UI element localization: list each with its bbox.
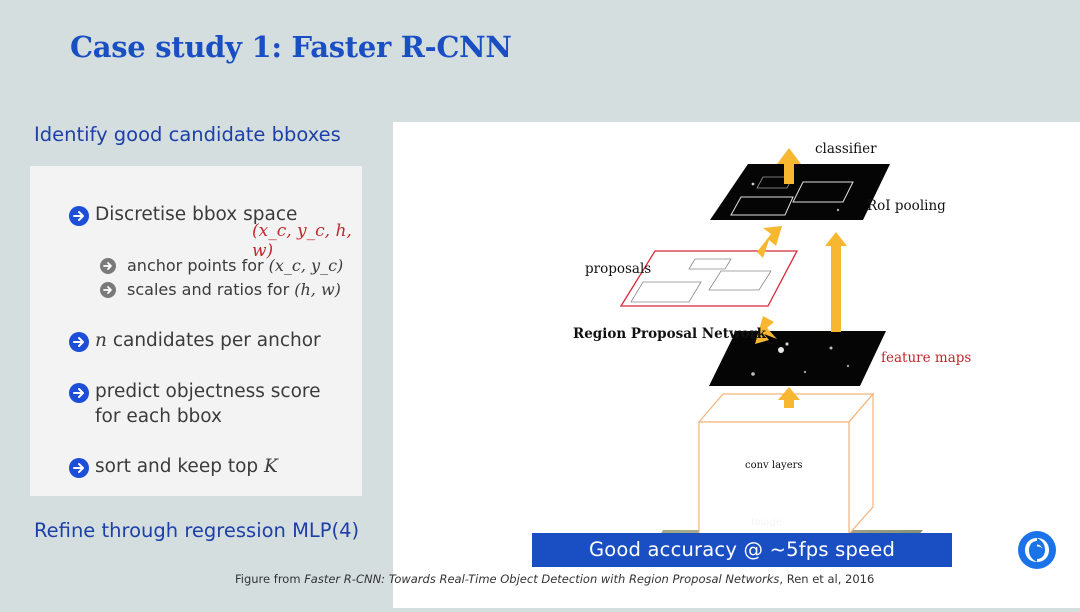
deepmind-logo xyxy=(1017,530,1057,570)
anchor-math: (x_c, y_c) xyxy=(268,256,344,275)
arrow-right-icon xyxy=(100,282,116,298)
figure-caption: Figure from Faster R-CNN: Towards Real-T… xyxy=(235,572,874,586)
bullet-panel: Discretise bbox space (x_c, y_c, h, w) a… xyxy=(30,166,362,496)
caption-prefix: Figure from xyxy=(235,572,301,586)
arrow-right-icon xyxy=(69,458,89,478)
conv-layers-box xyxy=(697,392,875,536)
sub-bullet-text: scales and ratios for xyxy=(127,280,290,299)
bullet-text: candidates per anchor xyxy=(112,330,321,351)
proposals-label: proposals xyxy=(585,261,652,277)
slide-title: Case study 1: Faster R-CNN xyxy=(70,30,512,64)
bbox-params-math: (x_c, y_c, h, w) xyxy=(252,221,352,261)
faster-rcnn-diagram: classifier RoI pooling proposals Region … xyxy=(393,122,1080,608)
arrow-right-icon xyxy=(69,332,89,352)
image-label: image xyxy=(751,517,782,528)
feature-maps-plane xyxy=(709,331,886,386)
section-heading-refine: Refine through regression MLP(4) xyxy=(34,519,360,542)
bullet-text: predict objectness score xyxy=(95,381,321,402)
proposals-plane xyxy=(619,250,799,307)
flow-arrows xyxy=(755,148,847,408)
arrow-right-icon xyxy=(100,258,116,274)
rpn-label: Region Proposal Network xyxy=(573,326,767,342)
scales-math: (h, w) xyxy=(294,280,341,299)
sub-bullet-text: anchor points for xyxy=(127,256,264,275)
bullet-text: sort and keep top xyxy=(95,456,259,477)
roi-pooling-label: RoI pooling xyxy=(867,198,946,214)
k-math: K xyxy=(264,456,278,477)
bullet-text: Discretise bbox space xyxy=(95,204,298,225)
arrow-right-icon xyxy=(69,206,89,226)
caption-suffix: , Ren et al, 2016 xyxy=(779,572,875,586)
section-heading-candidates: Identify good candidate bboxes xyxy=(34,123,341,146)
accuracy-banner: Good accuracy @ ~5fps speed xyxy=(532,533,952,567)
bullet-text-line2: for each bbox xyxy=(95,406,222,427)
n-math: n xyxy=(95,330,107,351)
conv-layers-label: conv layers xyxy=(745,460,803,471)
caption-title: Faster R-CNN: Towards Real-Time Object D… xyxy=(304,572,780,586)
arrow-right-icon xyxy=(69,383,89,403)
feature-maps-label: feature maps xyxy=(881,350,972,366)
classifier-label: classifier xyxy=(815,141,877,157)
roi-pooling-plane xyxy=(710,164,890,220)
